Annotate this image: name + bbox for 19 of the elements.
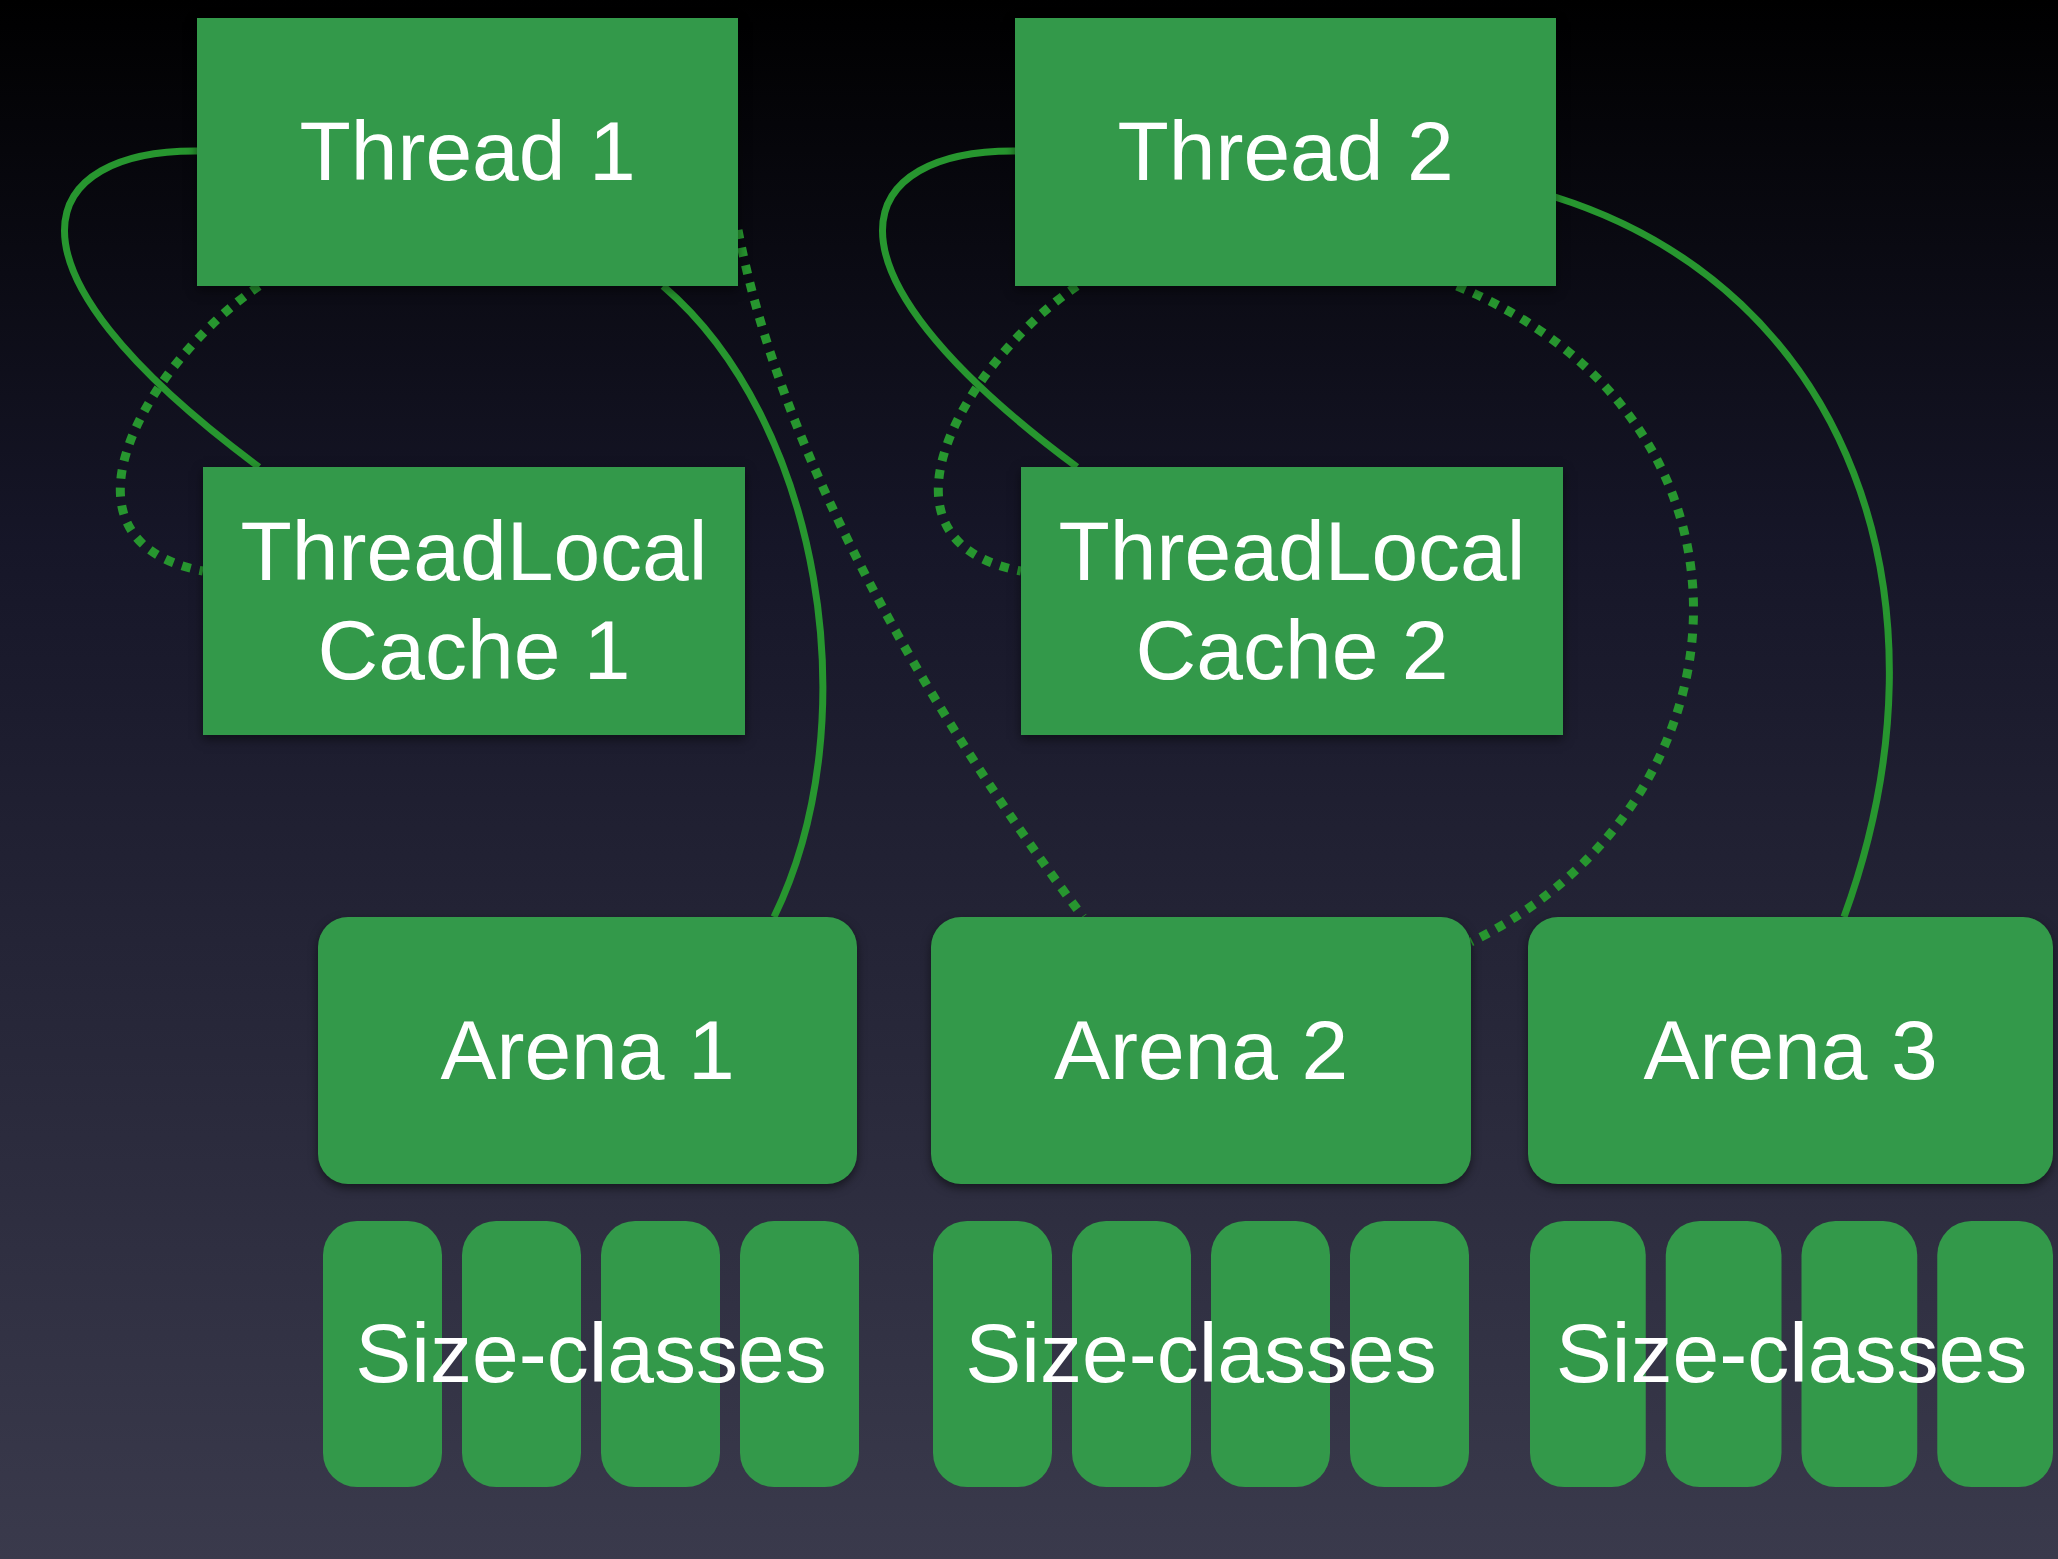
node-label: Arena 3 bbox=[1643, 1001, 1938, 1099]
node-label: Size-classes bbox=[1555, 1305, 2028, 1403]
arena-box bbox=[931, 917, 1471, 1184]
node-label: Arena 2 bbox=[1053, 1001, 1349, 1099]
node-label: Arena 1 bbox=[440, 1001, 735, 1099]
node-label: Size-classes bbox=[965, 1305, 1437, 1403]
node-label: Thread 1 bbox=[299, 103, 636, 201]
node-label: Size-classes bbox=[355, 1305, 827, 1403]
connector bbox=[61, 147, 262, 470]
node-label: ThreadLocal Cache 2 bbox=[1057, 502, 1527, 699]
arena-box bbox=[318, 917, 857, 1184]
process-box bbox=[1021, 467, 1563, 735]
node-label: ThreadLocal Cache 1 bbox=[239, 502, 709, 699]
process-box bbox=[197, 18, 738, 286]
node-label: Thread 2 bbox=[1117, 103, 1454, 201]
process-box bbox=[1015, 18, 1556, 286]
arena-box bbox=[1528, 917, 2053, 1184]
process-box bbox=[203, 467, 745, 735]
connector bbox=[879, 147, 1080, 470]
